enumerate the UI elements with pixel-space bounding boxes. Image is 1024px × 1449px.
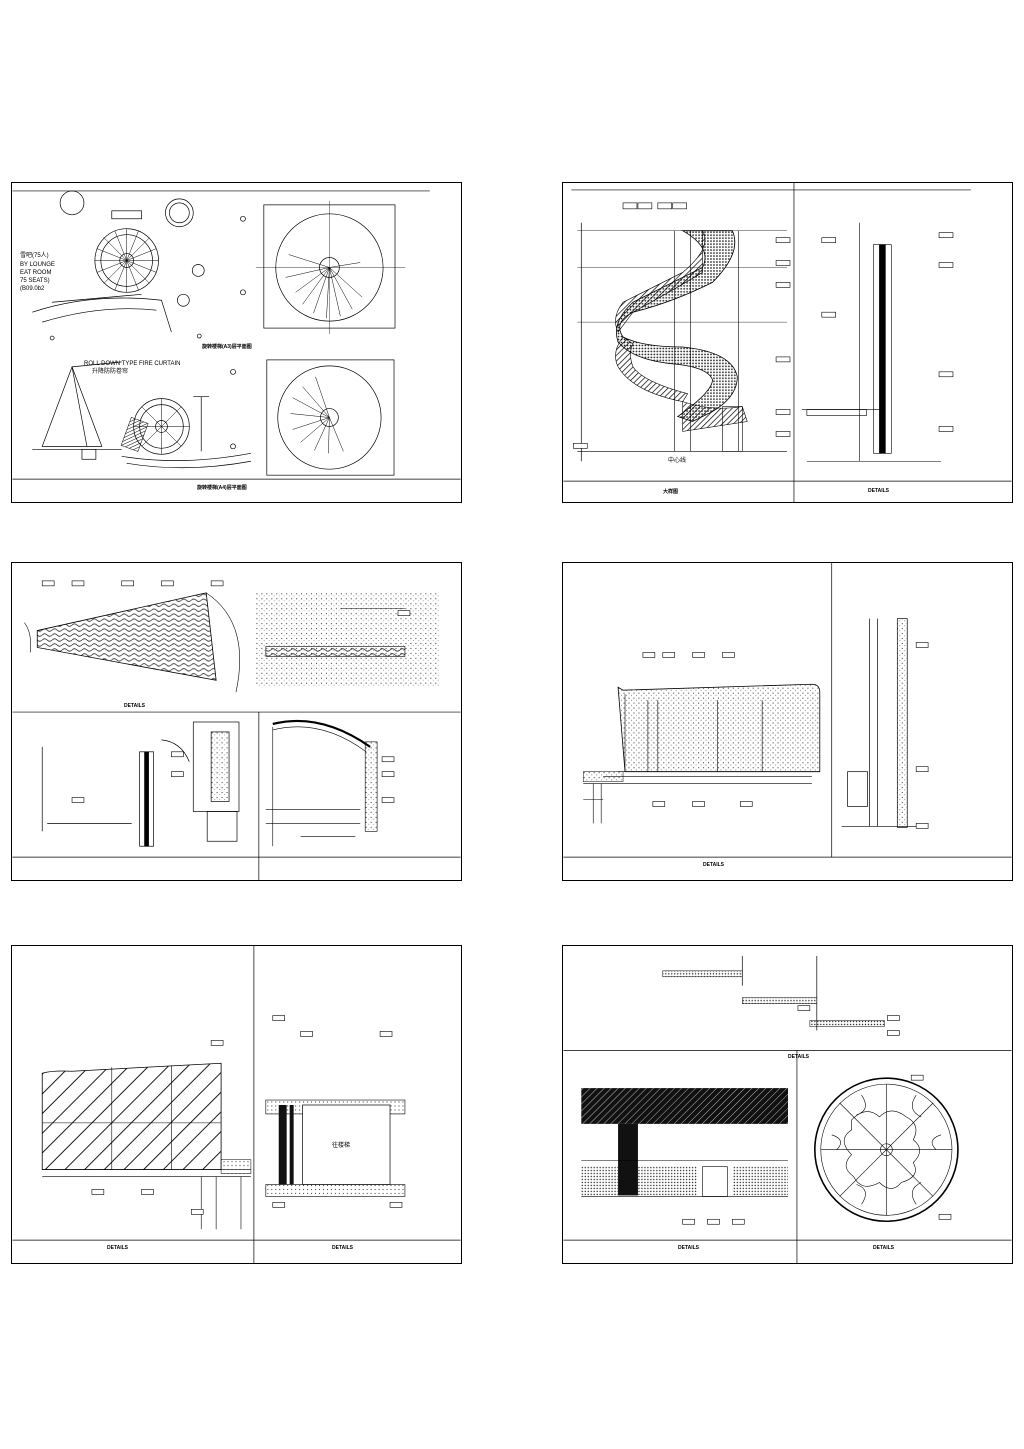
stair-plans-drawing — [12, 190, 461, 480]
sheet-stair-plans: 雪吧(75人) BY LOUNGE EAT ROOM 75 SEATS) (B0… — [11, 182, 462, 503]
plan-title-top: 旋转楼梯(A3)层平面图 — [202, 344, 252, 350]
lounge-code: (B09.0b2 — [20, 286, 45, 292]
details-left: DETAILS — [107, 1245, 129, 1251]
stair-centerline-label: 中心线 — [668, 458, 687, 464]
details-right: DETAILS — [873, 1245, 895, 1251]
details-3-drawing — [12, 580, 461, 880]
lounge-label-en-3: 75 SEATS) — [20, 278, 50, 284]
sheet-stair-elevation: 中心线 大样图 DETAILS — [562, 182, 1013, 503]
plan-title-bottom: 旋转楼梯(A4)层平面图 — [197, 485, 247, 491]
sheet-details-5: 往楼梯 DETAILS DETAILS — [11, 945, 462, 1264]
lounge-label-en-2: EAT ROOM — [20, 270, 52, 276]
fire-curtain-en: ROLL DOWN TYPE FIRE CURTAIN — [84, 361, 181, 367]
sheet-details-4: DETAILS — [562, 562, 1013, 881]
details-6-drawing — [563, 955, 1012, 1263]
details-left: DETAILS — [678, 1245, 700, 1251]
stair-elevation-drawing — [563, 183, 1012, 502]
details-label: DETAILS — [124, 703, 146, 709]
details-4-drawing — [563, 563, 1012, 858]
details-top: DETAILS — [788, 1054, 810, 1060]
details-right: DETAILS — [332, 1245, 354, 1251]
caption-left: 大样图 — [663, 489, 679, 495]
caption-right: DETAILS — [868, 488, 890, 494]
lounge-label-en-1: BY LOUNGE — [20, 262, 55, 268]
sheet-details-6: DETAILS DETAILS DETAILS — [562, 945, 1013, 1264]
details-label: DETAILS — [703, 862, 725, 868]
details-5-drawing — [12, 946, 461, 1263]
room-label: 往楼梯 — [332, 1143, 351, 1149]
sheet-details-3: DETAILS — [11, 562, 462, 881]
fire-curtain-cn: 升降防防卷帘 — [92, 369, 129, 375]
lounge-label-cn: 雪吧(75人) — [20, 253, 49, 259]
